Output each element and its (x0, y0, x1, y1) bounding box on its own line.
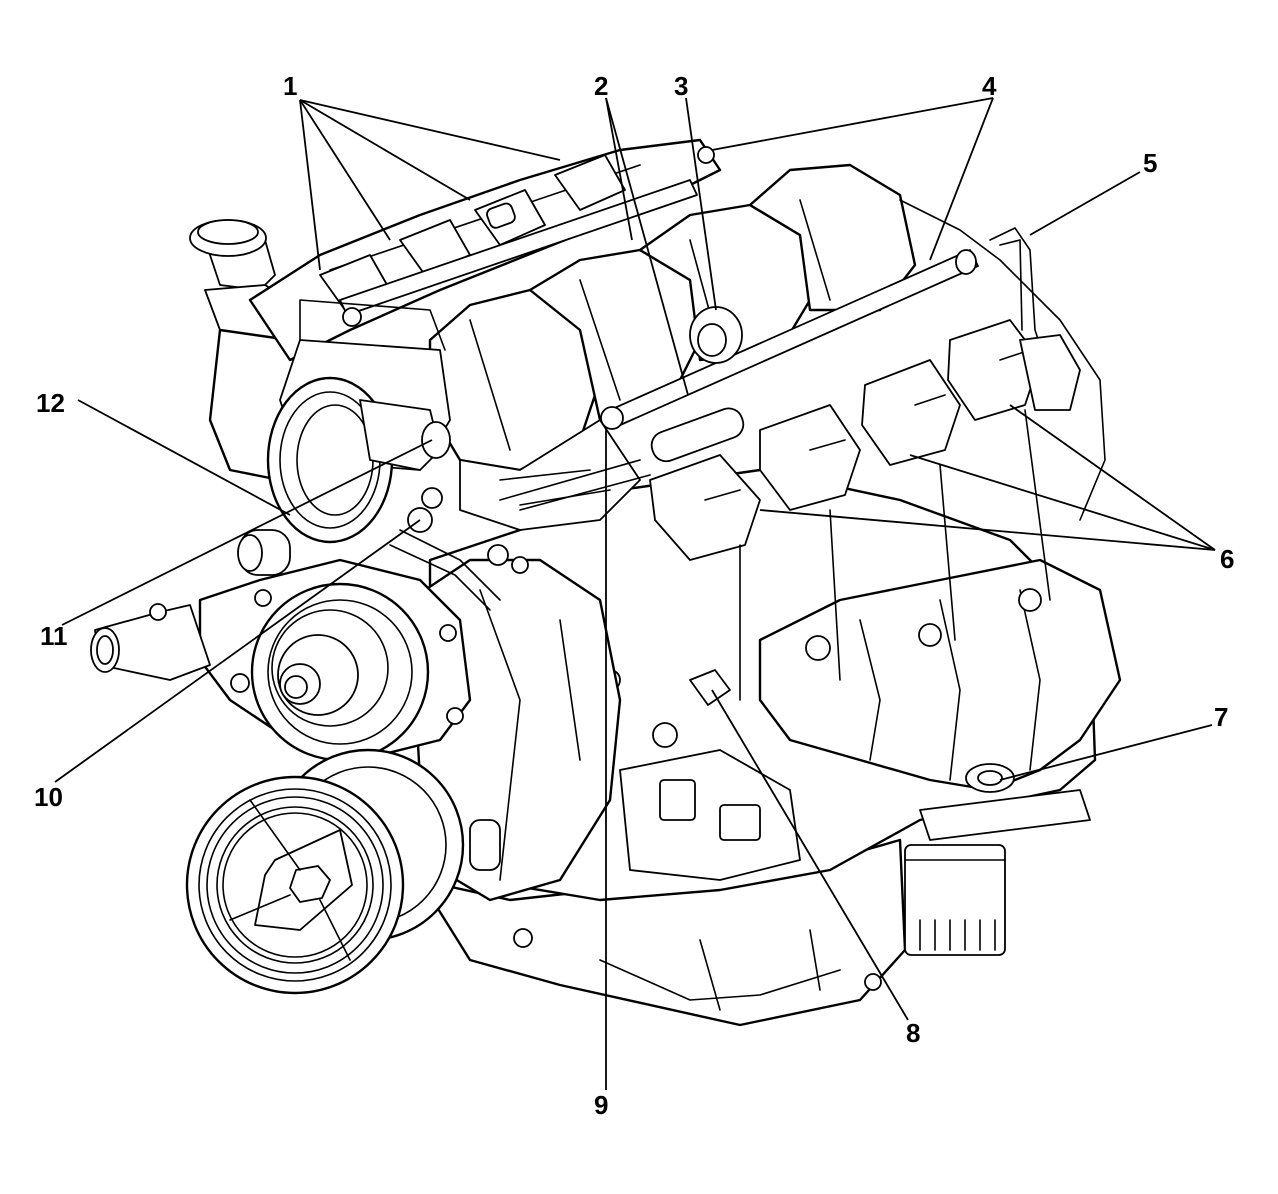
leader-lines (54, 97, 1216, 1090)
fuel-rail-left (339, 179, 698, 316)
callout-10: 10 (34, 782, 63, 812)
callout-7: 7 (1214, 702, 1228, 732)
callout-2: 2 (594, 71, 608, 101)
right-coil-packs (649, 319, 1051, 701)
pcv-tube (989, 227, 1041, 346)
map-sensor (689, 306, 743, 364)
engine-drawing (90, 138, 1122, 1027)
callout-9: 9 (594, 1090, 608, 1120)
throttle-body (266, 299, 451, 544)
callout-1: 1 (283, 71, 297, 101)
callout-labels: 1 2 3 4 5 6 7 8 9 10 11 12 (34, 71, 1234, 1120)
exhaust-manifold (758, 558, 1122, 792)
callout-8: 8 (906, 1018, 920, 1048)
callout-6: 6 (1220, 544, 1234, 574)
water-pump-pulley (250, 582, 464, 762)
crankshaft-pulley (185, 748, 465, 995)
callout-11: 11 (40, 621, 68, 651)
callout-5: 5 (1143, 148, 1157, 178)
callout-4: 4 (982, 71, 997, 101)
intake-manifold (428, 163, 917, 531)
callout-3: 3 (674, 71, 688, 101)
callout-12: 12 (36, 388, 65, 418)
